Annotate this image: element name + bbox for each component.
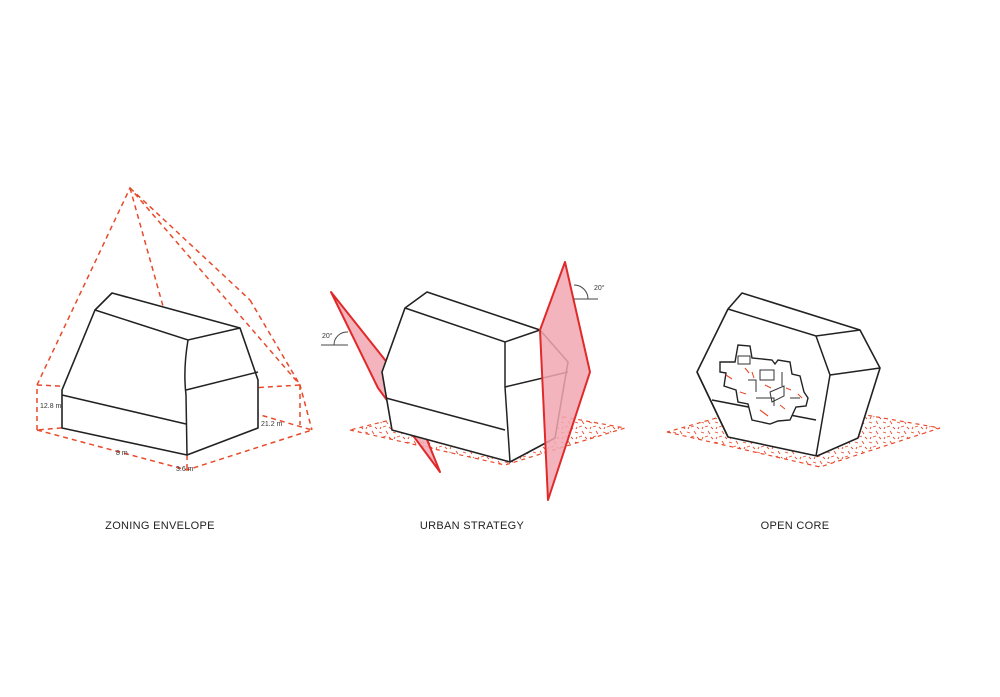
right-red-plane [539, 261, 591, 501]
angle-label-right: 20° [594, 284, 605, 292]
carved-core-void [719, 344, 809, 425]
dimension-width: 3.6 m [176, 466, 194, 473]
zoning-envelope-diagram: 12.8 m 21.2 m 8 m 3.6 m ZONING ENVELOPE [36, 186, 315, 532]
dimension-height: 12.8 m [40, 403, 62, 410]
angle-arc-left [321, 331, 349, 346]
caption-zoning-envelope: ZONING ENVELOPE [105, 520, 215, 532]
open-core-diagram: OPEN CORE [666, 292, 941, 532]
urban-strategy-diagram: 20° 20° URBAN STRATEGY [321, 261, 626, 532]
dimension-length: 8 m [116, 450, 128, 457]
dimension-right: 21.2 m [261, 421, 283, 428]
caption-open-core: OPEN CORE [761, 520, 830, 532]
angle-arc-right [573, 284, 598, 300]
caption-urban-strategy: URBAN STRATEGY [420, 520, 525, 532]
building-mass [61, 292, 259, 456]
angle-label-left: 20° [322, 332, 333, 340]
